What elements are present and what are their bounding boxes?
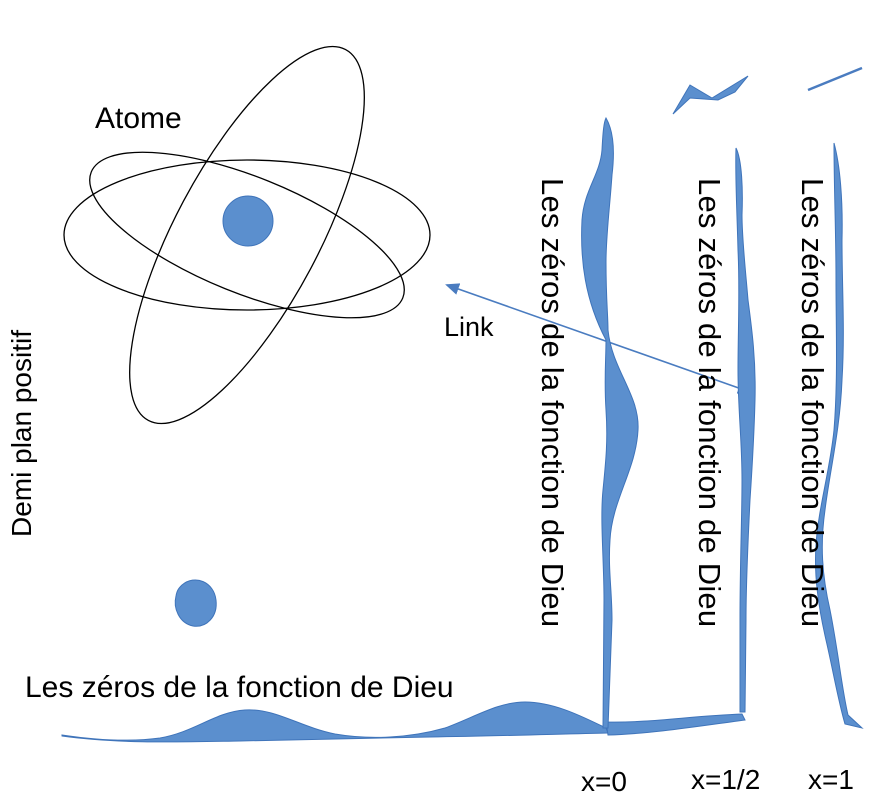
- small-blob: [174, 579, 217, 627]
- atom-nucleus: [222, 195, 274, 247]
- zeros-label-horizontal: Les zéros de la fonction de Dieu: [25, 671, 454, 704]
- link-arrow: [445, 283, 752, 394]
- vertical-zeros-wave-x1: [815, 142, 864, 729]
- atom-label: Atome: [95, 102, 182, 135]
- top-bowtie-shape: [672, 75, 749, 115]
- atom-orbit-1: [63, 159, 431, 311]
- horizontal-zeros-wave: [61, 701, 609, 743]
- half-plane-label: Demi plan positif: [6, 330, 37, 537]
- vertical-zeros-wave-x0: [581, 116, 639, 729]
- x-axis-label-0: x=0: [581, 766, 627, 797]
- bottom-connector-wave: [605, 713, 746, 736]
- x-axis-label-half: x=1/2: [691, 764, 761, 795]
- link-label: Link: [444, 312, 494, 342]
- zeros-label-x1: Les zéros de la fonction de Dieu: [795, 178, 830, 628]
- zeros-label-x0: Les zéros de la fonction de Dieu: [535, 178, 570, 628]
- x-axis-label-1: x=1: [808, 764, 854, 795]
- zeros-label-x-half: Les zéros de la fonction de Dieu: [692, 178, 727, 628]
- atom-orbit-3: [89, 151, 405, 319]
- top-dash-line: [807, 66, 863, 92]
- atom-figure: [63, 45, 431, 425]
- vertical-zeros-wave-x-half: [735, 147, 756, 713]
- atom-orbit-2: [129, 45, 365, 425]
